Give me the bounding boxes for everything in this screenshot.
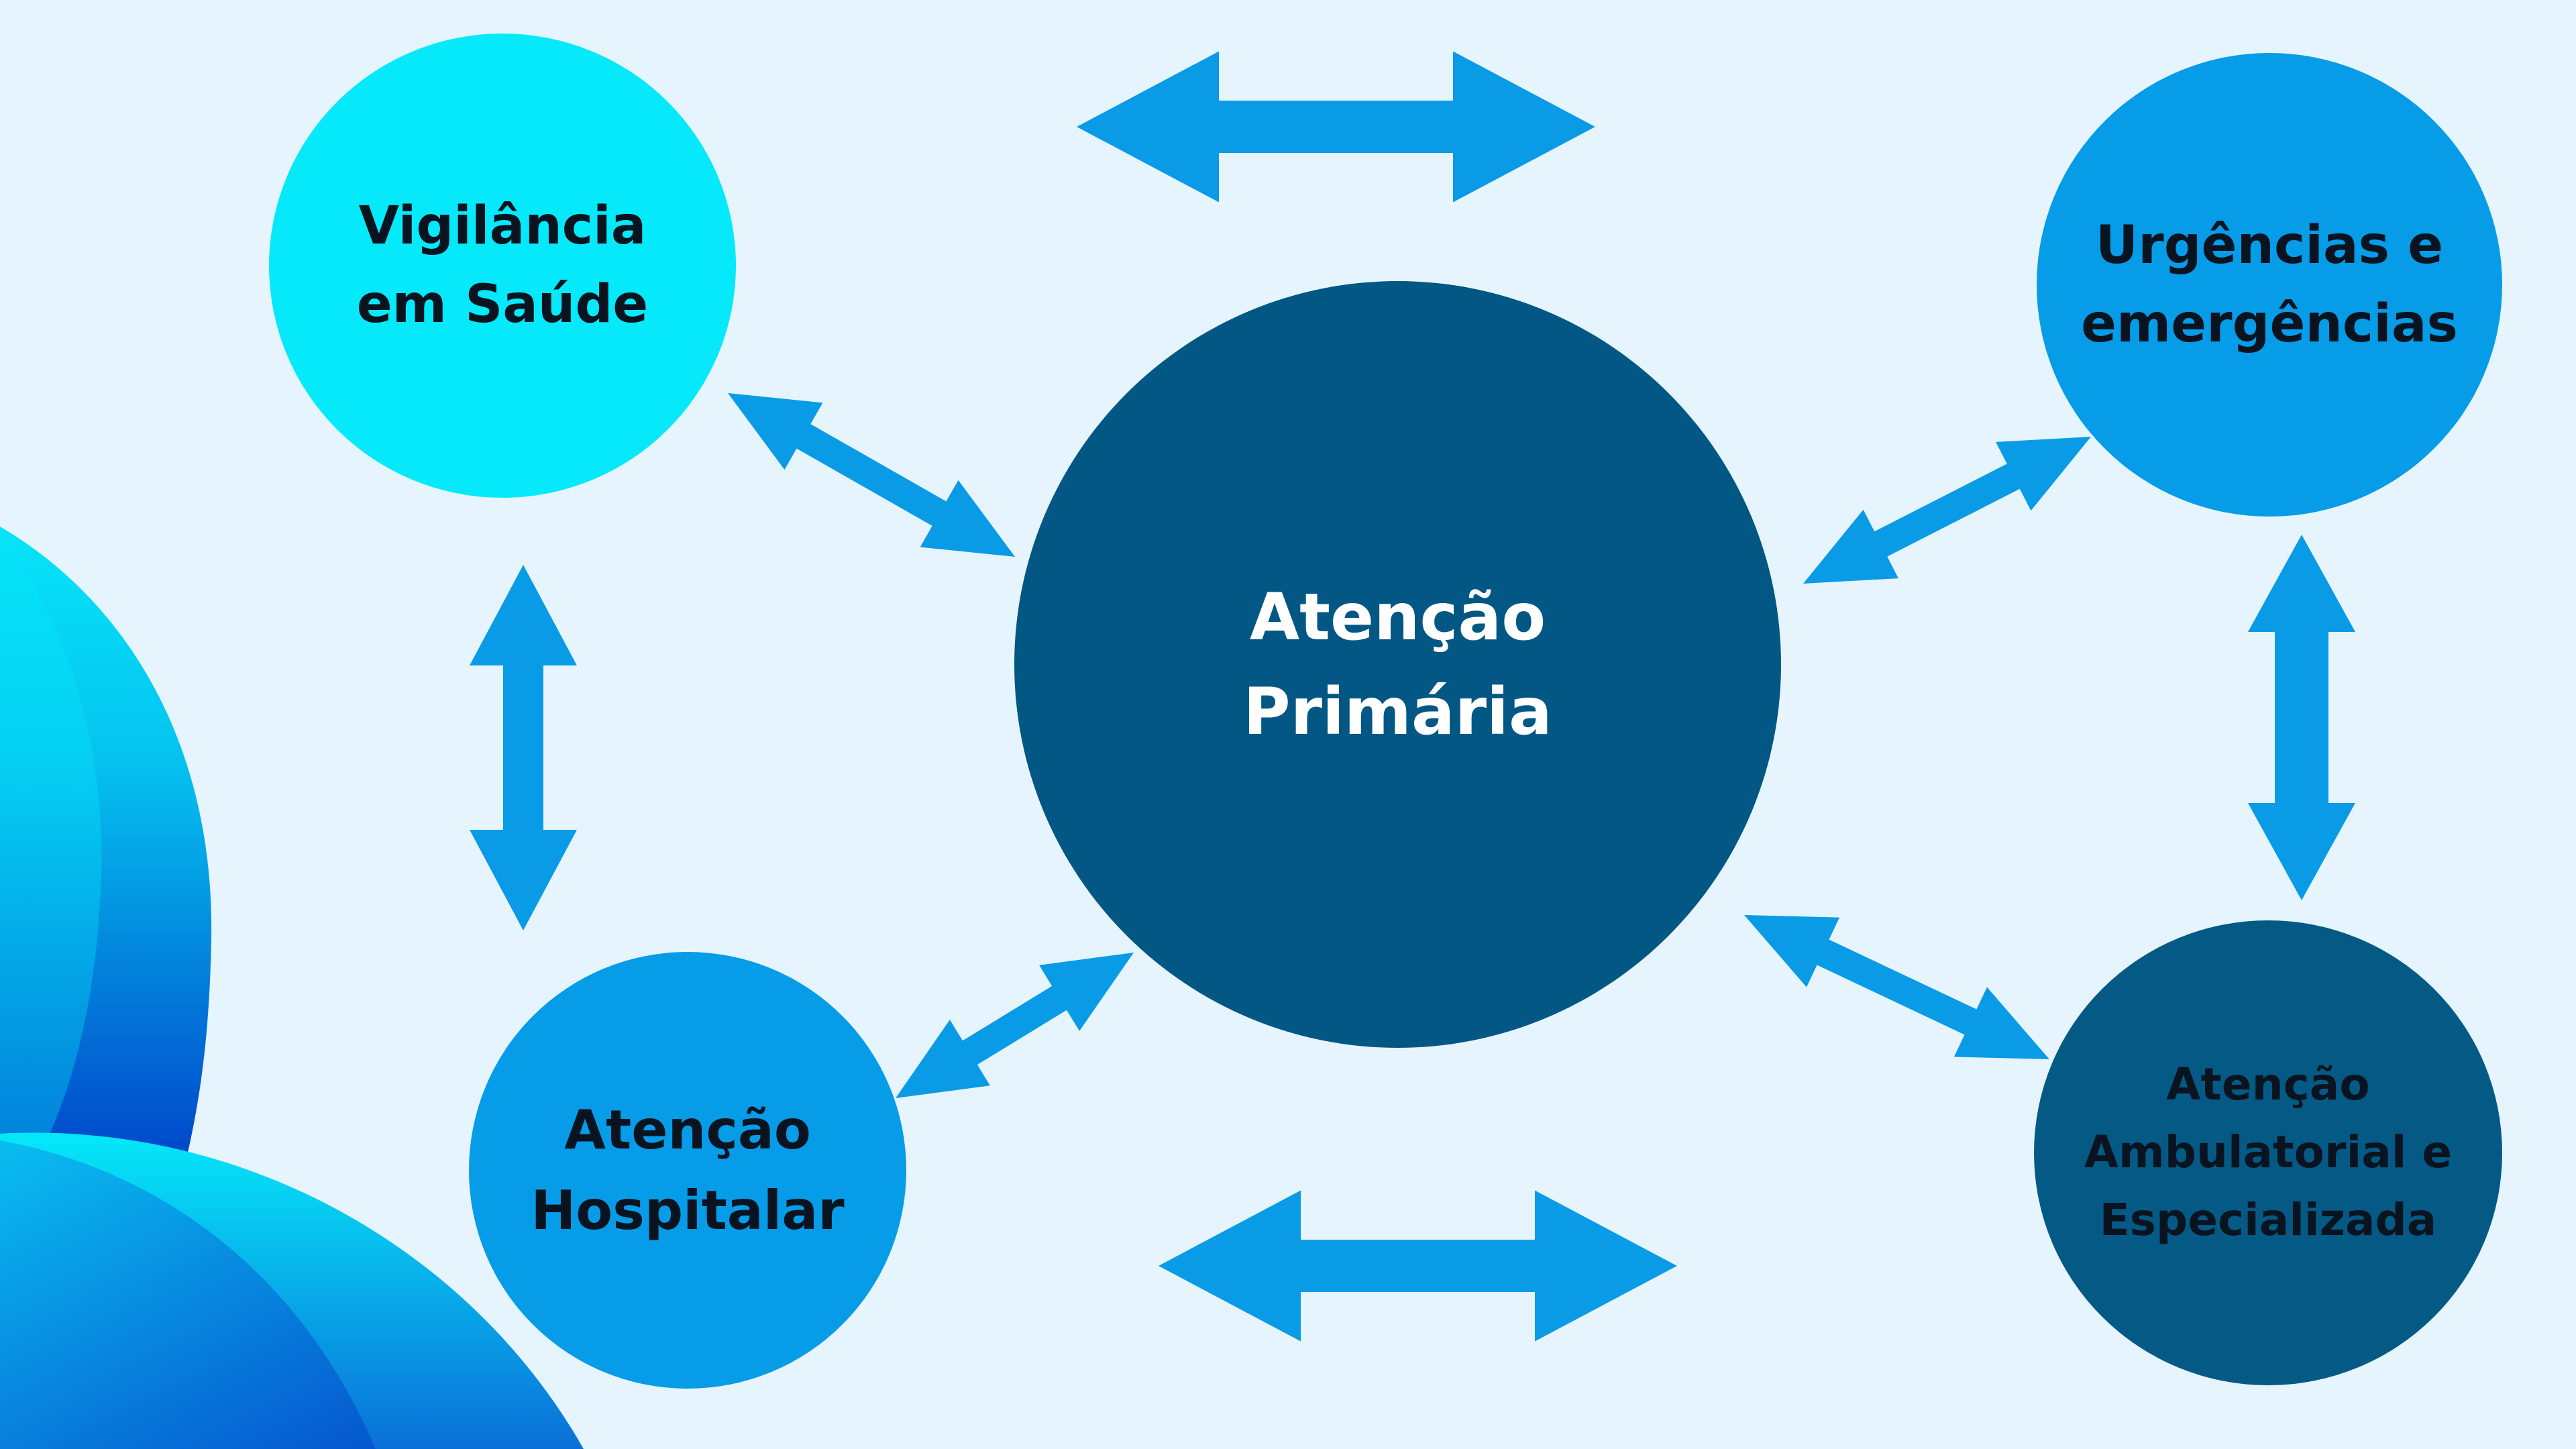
node-atencao-primaria-line2: Primária: [1243, 674, 1552, 749]
arrow-center-to-urgencias: [1803, 437, 2091, 584]
wave-shape-upper-highlight: [0, 537, 102, 1154]
node-urgencias-line2: emergências: [2081, 293, 2458, 354]
arrow-vigilancia-to-center: [728, 393, 1015, 557]
node-ambulatorial-line1: Atenção: [2166, 1059, 2370, 1111]
node-atencao-primaria: Atenção Primária: [1014, 281, 1781, 1048]
wave-shape-upper: [0, 527, 212, 1181]
node-ambulatorial-line2: Ambulatorial e: [2084, 1126, 2453, 1179]
wave-shape-lower-inner: [0, 1140, 376, 1449]
arrow-right-vertical: [2248, 535, 2355, 900]
arrow-center-to-ambulatorial: [1744, 915, 2049, 1059]
node-hospitalar-line1: Atenção: [564, 1098, 811, 1161]
arrow-bottom-horizontal: [1159, 1190, 1677, 1342]
node-vigilancia-em-saude: Vigilância em Saúde: [269, 34, 736, 498]
node-urgencias-emergencias: Urgências e emergências: [2037, 53, 2502, 517]
node-vigilancia-line2: em Saúde: [356, 274, 649, 335]
arrow-hospitalar-to-center: [896, 953, 1134, 1098]
node-atencao-ambulatorial-especializada: Atenção Ambulatorial e Especializada: [2034, 920, 2502, 1385]
node-hospitalar-line2: Hospitalar: [531, 1179, 845, 1242]
node-ambulatorial-line3: Especializada: [2099, 1193, 2437, 1246]
arrow-top-horizontal: [1077, 51, 1595, 203]
node-vigilancia-line1: Vigilância: [358, 196, 647, 256]
arrow-left-vertical: [470, 565, 577, 930]
node-atencao-hospitalar: Atenção Hospitalar: [469, 952, 906, 1389]
node-urgencias-line1: Urgências e: [2095, 215, 2444, 276]
node-atencao-primaria-line1: Atenção: [1249, 580, 1546, 655]
